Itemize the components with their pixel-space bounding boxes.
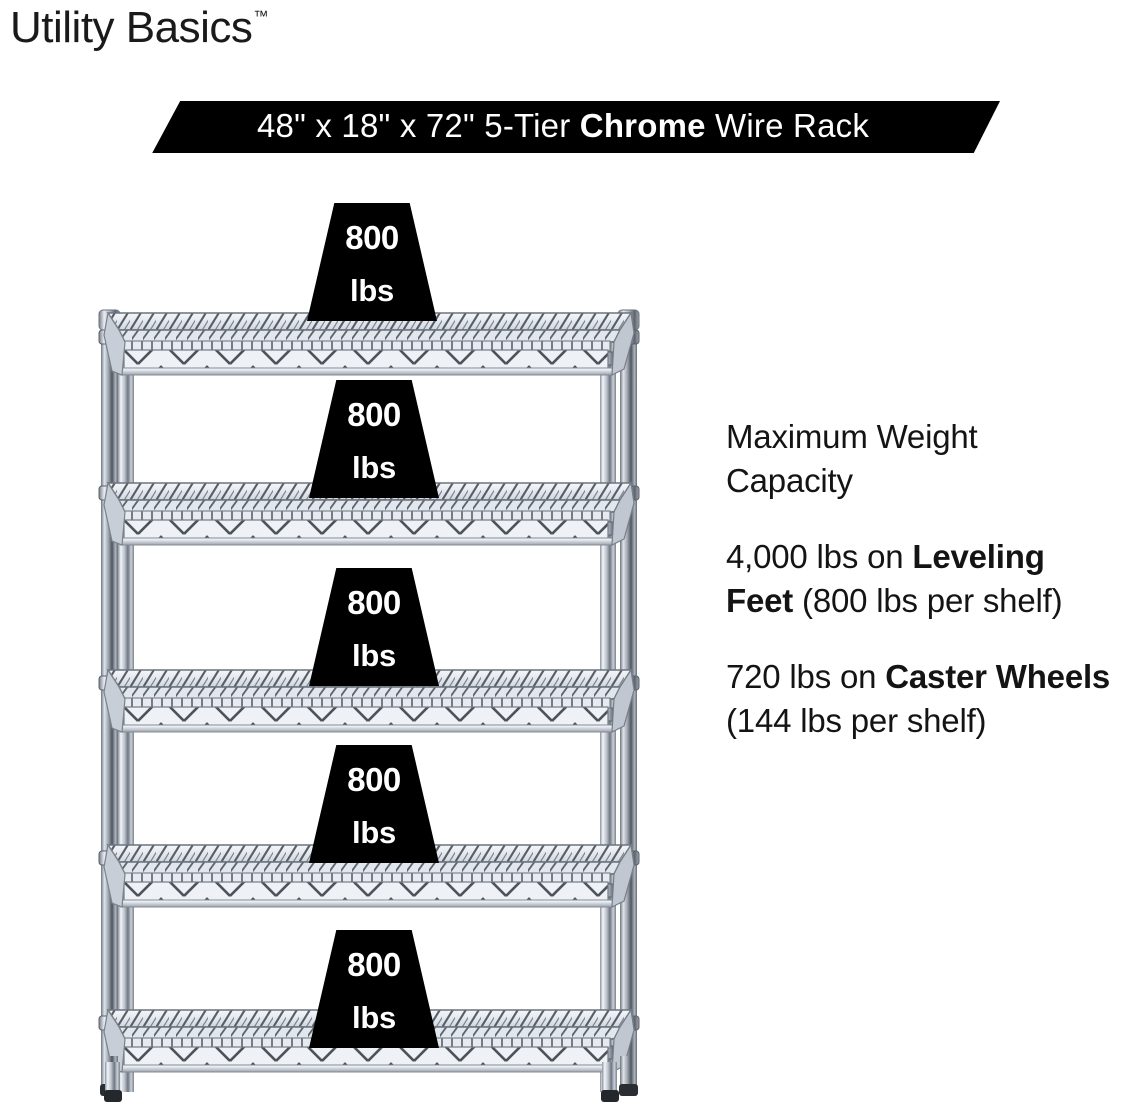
product-title-suffix: Wire Rack (705, 107, 870, 144)
product-title-banner: 48" x 18" x 72" 5-Tier Chrome Wire Rack (152, 101, 1000, 153)
weight-badge-value: 800 (347, 761, 401, 798)
spec-leveling-feet: 4,000 lbs on Leveling Feet (800 lbs per … (726, 535, 1111, 623)
spec-leveling-emphasis: Leveling Feet (726, 538, 1045, 619)
weight-badge-unit: lbs (352, 1000, 396, 1035)
leveling-feet (100, 1056, 638, 1102)
spec-caster-wheels: 720 lbs on Caster Wheels (144 lbs per sh… (726, 655, 1111, 743)
weight-badge-value: 800 (347, 396, 401, 433)
weight-badge-value: 800 (347, 946, 401, 983)
product-title-emphasis: Chrome (579, 107, 706, 144)
shelf-tier-1 (103, 312, 635, 376)
spec-leveling-detail: (800 lbs per shelf) (793, 582, 1063, 619)
product-title-prefix: 48" x 18" x 72" 5-Tier (256, 107, 580, 144)
spec-leveling-value: 4,000 lbs on (726, 538, 913, 575)
weight-badge-unit: lbs (350, 273, 394, 308)
product-title: 48" x 18" x 72" 5-Tier Chrome Wire Rack (257, 108, 869, 146)
brand-name: Utility Basics (10, 3, 253, 52)
weight-badge-value: 800 (345, 219, 399, 256)
spec-caster-value: 720 lbs on (726, 658, 886, 695)
weight-badge-unit: lbs (352, 638, 396, 673)
weight-badge-unit: lbs (352, 450, 396, 485)
copy-spacer-2 (726, 623, 1111, 655)
brand-logo: Utility Basics ™ (10, 4, 268, 52)
trademark-symbol: ™ (253, 8, 269, 25)
spec-caster-detail: (144 lbs per shelf) (726, 702, 987, 739)
spec-caster-emphasis: Caster Wheels (885, 658, 1111, 695)
spec-heading: Maximum Weight Capacity (726, 418, 978, 499)
copy-spacer-1 (726, 503, 1111, 535)
weight-badge-unit: lbs (352, 815, 396, 850)
spec-copy-block: Maximum Weight Capacity 4,000 lbs on Lev… (726, 415, 1111, 743)
weight-badge-value: 800 (347, 584, 401, 621)
